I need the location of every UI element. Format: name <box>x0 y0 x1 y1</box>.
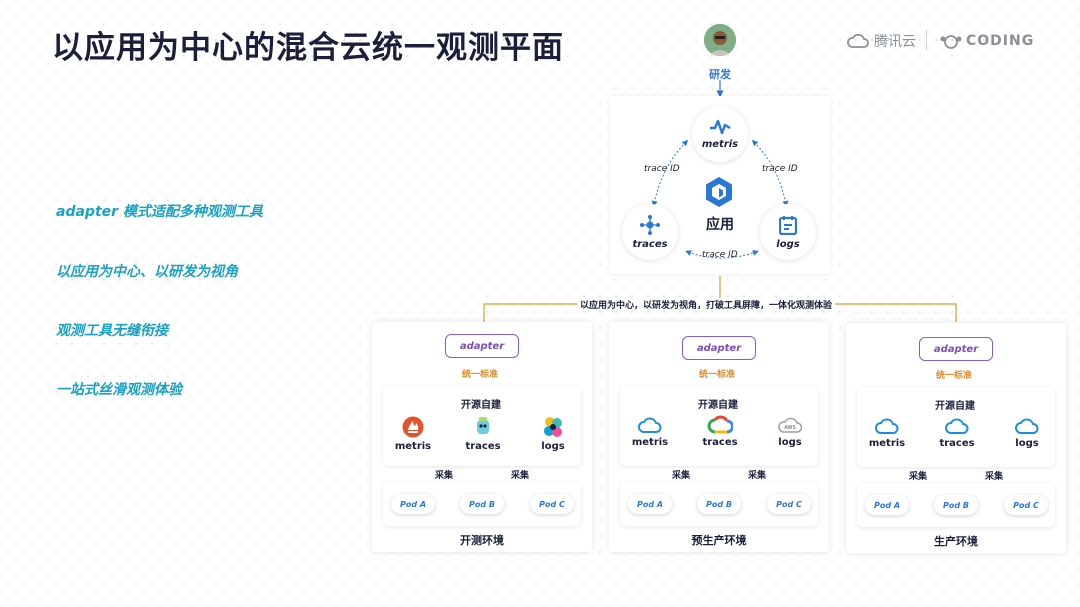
tool-metris: metris <box>630 416 670 448</box>
collect-label: 采集 <box>672 471 691 481</box>
pod-a: Pod A <box>628 494 672 514</box>
pod-c: Pod C <box>530 494 574 514</box>
tool-traces: traces <box>700 414 740 448</box>
trace-id-left: trace ID <box>644 164 680 174</box>
adapter-box: adapter <box>919 337 993 361</box>
developer-label: 研发 <box>709 68 731 81</box>
tool-label: metris <box>631 437 669 448</box>
pod-c: Pod C <box>767 494 811 514</box>
pulse-icon <box>710 119 731 134</box>
trace-graph-icon <box>640 214 660 235</box>
tencent-cloud-icon <box>1015 418 1039 434</box>
brand-divider <box>926 30 927 50</box>
environment-card-dev-test: adapter 统一标准 开源自建 metris traces <box>372 322 592 552</box>
calendar-log-icon <box>779 215 797 235</box>
tencent-cloud-label: 腾讯云 <box>874 34 916 50</box>
bullet-3: 观测工具无缝衔接 <box>56 323 168 339</box>
prometheus-icon <box>402 416 424 438</box>
collect-label: 采集 <box>909 472 928 482</box>
open-source-panel: 开源自建 metris traces logs <box>857 387 1055 467</box>
environment-card-production: adapter 统一标准 开源自建 metris traces logs 采集 … <box>846 323 1066 553</box>
aws-icon: AWS <box>778 417 803 433</box>
tool-label: metris <box>394 441 432 452</box>
tool-label: logs <box>778 437 802 448</box>
tencent-cloud-icon <box>875 418 899 434</box>
metris-label: metris <box>701 138 739 150</box>
bullet-1: adapter 模式适配多种观测工具 <box>56 204 263 220</box>
tool-label: logs <box>541 441 565 452</box>
tool-metris: metris <box>393 416 433 452</box>
coding-mascot-icon <box>940 35 962 49</box>
tool-label: traces <box>939 438 975 449</box>
collect-label: 采集 <box>435 471 454 481</box>
tencent-cloud-icon <box>945 418 969 434</box>
collect-label: 采集 <box>511 471 530 481</box>
pod-row: Pod A Pod B Pod C <box>383 482 581 526</box>
open-source-panel: 开源自建 metris traces logs <box>383 386 581 466</box>
tencent-cloud-icon <box>638 417 662 433</box>
standard-label: 统一标准 <box>699 370 736 380</box>
tool-label: logs <box>1015 438 1039 449</box>
collect-label: 采集 <box>748 471 767 481</box>
trace-id-right: trace ID <box>762 164 798 174</box>
app-label: 应用 <box>706 217 734 233</box>
standard-label: 统一标准 <box>462 370 499 380</box>
tool-label: traces <box>702 437 738 448</box>
inner-title: 开源自建 <box>698 400 738 411</box>
adapter-box: adapter <box>445 334 519 358</box>
pod-b: Pod B <box>934 495 978 515</box>
tool-label: metris <box>868 438 906 449</box>
tool-traces: traces <box>463 416 503 452</box>
inner-title: 开源自建 <box>461 400 501 411</box>
cloud-icon <box>847 33 869 48</box>
app-cube-icon <box>704 176 734 212</box>
tool-metris: metris <box>867 417 907 449</box>
pod-a: Pod A <box>391 494 435 514</box>
coding-logo: CODING <box>940 30 1034 52</box>
pod-c: Pod C <box>1004 495 1048 515</box>
logs-label: logs <box>776 238 800 250</box>
tool-logs: logs <box>1007 417 1047 449</box>
bullet-4: 一站式丝滑观测体验 <box>56 382 182 398</box>
standard-label: 统一标准 <box>936 371 973 381</box>
svg-text:AWS: AWS <box>784 425 795 431</box>
collect-label: 采集 <box>985 472 1004 482</box>
developer-avatar <box>704 24 736 56</box>
tool-logs: logs <box>533 416 573 452</box>
traces-label: traces <box>632 238 668 250</box>
trace-id-bottom: trace ID <box>702 250 738 260</box>
pod-b: Pod B <box>460 494 504 514</box>
pod-a: Pod A <box>865 495 909 515</box>
adapter-box: adapter <box>682 336 756 360</box>
application-panel: metris traces logs 应用 trace ID trace ID … <box>610 96 830 274</box>
environment-name: 开测环境 <box>460 534 504 547</box>
open-source-panel: 开源自建 metris traces AWS logs <box>620 386 818 466</box>
jaeger-icon <box>477 417 489 434</box>
logs-node: logs <box>760 204 816 260</box>
metris-node: metris <box>692 106 748 162</box>
banner-text: 以应用为中心，以研发为视角，打破工具屏障，一体化观测体验 <box>577 298 836 311</box>
pod-row: Pod A Pod B Pod C <box>620 482 818 526</box>
traces-node: traces <box>622 204 678 260</box>
inner-title: 开源自建 <box>935 401 975 412</box>
tool-traces: traces <box>937 417 977 449</box>
bullet-2: 以应用为中心、以研发为视角 <box>56 264 238 280</box>
tencent-cloud-logo: 腾讯云 <box>846 30 916 52</box>
elastic-icon <box>544 417 562 437</box>
pod-b: Pod B <box>697 494 741 514</box>
pod-row: Pod A Pod B Pod C <box>857 483 1055 527</box>
google-cloud-icon <box>707 415 733 434</box>
environment-name: 预生产环境 <box>691 534 747 547</box>
trace-id-links <box>651 139 789 259</box>
coding-label: CODING <box>966 33 1035 49</box>
tool-logs: AWS logs <box>770 416 810 448</box>
environment-card-pre-production: adapter 统一标准 开源自建 metris traces AWS logs <box>609 322 829 552</box>
page-title: 以应用为中心的混合云统一观测平面 <box>52 30 564 66</box>
environment-name: 生产环境 <box>934 535 978 548</box>
tool-label: traces <box>465 441 501 452</box>
